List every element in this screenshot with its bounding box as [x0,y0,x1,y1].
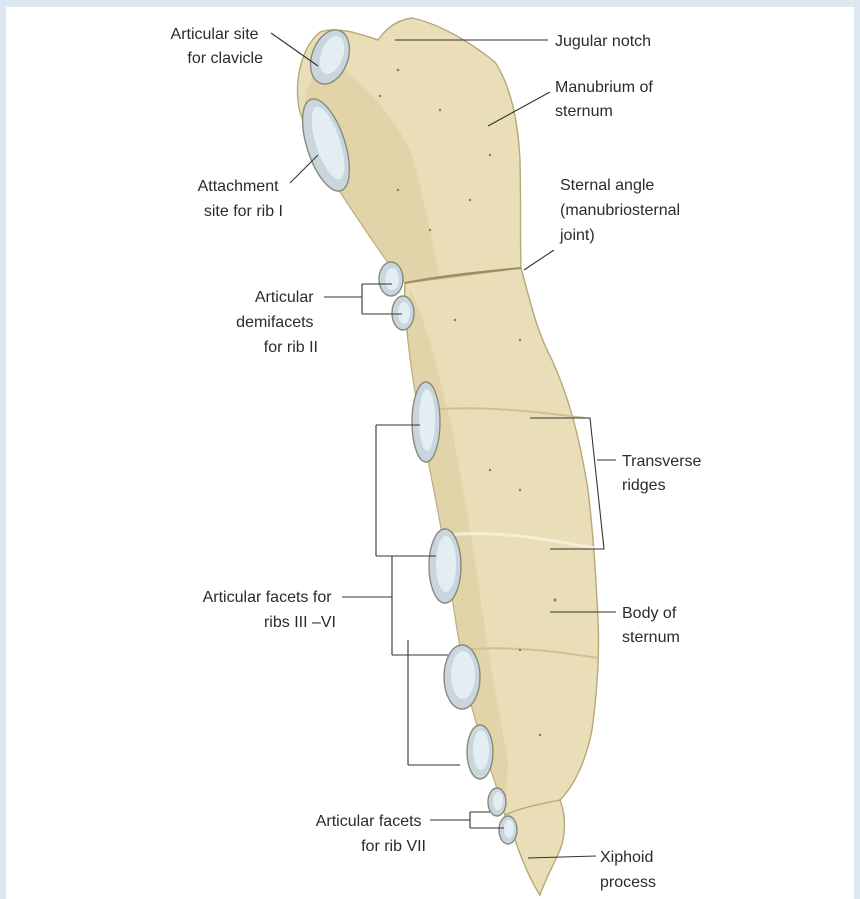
label-articular-facets-ribs: Articular facets for ribs III –VI [203,589,336,631]
label-manubrium: Manubrium of sternum [555,79,657,120]
label-sternal-angle: Sternal angle (manubriosternal joint) [559,177,685,244]
label-jugular-notch: Jugular notch [555,33,651,50]
label-articular-demifacets: Articular demifacets for rib II [236,289,318,356]
label-articular-site-clavicle: Articular site for clavicle [171,26,264,67]
rib-two-demifacet-lower-inner [398,302,410,324]
rib-seven-facet-lower-inner [504,820,514,838]
label-articular-facets-rib-seven: Articular facets for rib VII [316,813,426,855]
label-xiphoid-process: Xiphoid process [600,849,658,891]
rib-four-facet-inner [436,536,456,592]
rib-two-demifacet-upper-inner [385,268,399,290]
label-attachment-rib-one: Attachment site for rib I [198,178,283,220]
label-transverse-ridges: Transverse ridges [622,453,706,494]
rib-five-facet-inner [451,651,475,699]
xiphoid-shape [505,800,565,895]
rib-six-facet-inner [473,730,489,770]
leader-rib-one [290,155,318,183]
leader-sternal-angle [524,250,554,270]
label-body-of-sternum: Body of sternum [622,605,681,646]
rib-three-facet-inner [419,389,435,451]
rib-seven-facet-upper-inner [493,792,503,810]
